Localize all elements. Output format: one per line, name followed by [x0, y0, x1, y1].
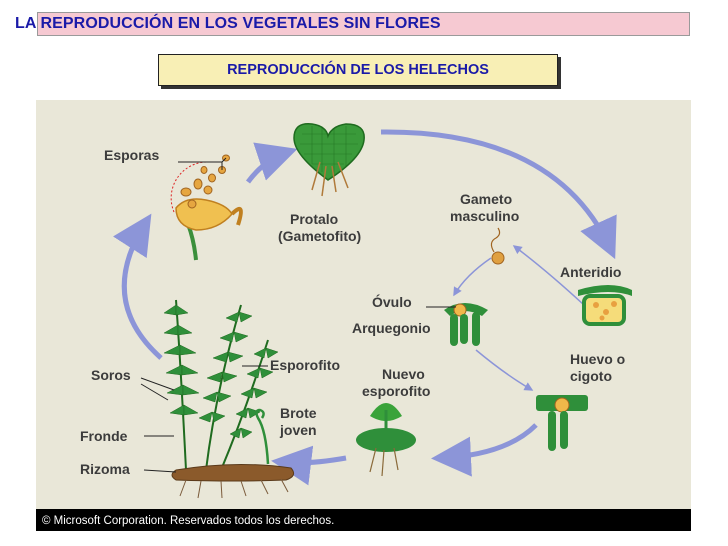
fern-lifecycle-diagram: Esporas Protalo (Gametofito) Gameto masc… — [36, 100, 691, 531]
subtitle-box: REPRODUCCIÓN DE LOS HELECHOS — [158, 54, 558, 86]
label-soros: Soros — [91, 367, 131, 383]
label-arquegonio: Arquegonio — [352, 320, 431, 336]
label-fronde: Fronde — [80, 428, 128, 444]
arrow-anteridio-to-gameto — [512, 245, 585, 306]
arrow-esporofito-to-spores — [112, 213, 163, 360]
arquegonio-illustration — [444, 303, 488, 346]
label-anteridio: Anteridio — [560, 264, 621, 280]
nuevo-esporofito-illustration — [356, 403, 416, 477]
label-esporas: Esporas — [104, 147, 159, 163]
cigoto-illustration — [536, 395, 588, 451]
copyright-text: © Microsoft Corporation. Reservados todo… — [42, 515, 334, 527]
arrow-cigoto-to-nuevo — [431, 423, 538, 477]
page-title: LA REPRODUCCIÓN EN LOS VEGETALES SIN FLO… — [15, 15, 441, 32]
protalo-illustration — [293, 123, 365, 197]
anteridio-illustration — [578, 285, 632, 326]
label-cigoto: cigoto — [570, 368, 612, 384]
label-brote: Brote — [280, 405, 317, 421]
spores-illustration — [170, 154, 243, 261]
label-gametofito: (Gametofito) — [278, 228, 361, 244]
gameto-illustration — [490, 227, 505, 265]
arrow-ovulo-to-cigoto — [475, 349, 534, 391]
copyright-strip — [36, 509, 691, 531]
arrow-protalo-to-anteridio — [380, 129, 617, 260]
label-esporofito: Esporofito — [270, 357, 340, 373]
arrow-spores-to-protalo — [245, 142, 298, 184]
cycle-arrows — [112, 129, 617, 486]
diagram-background — [36, 100, 691, 531]
title-bar: LA REPRODUCCIÓN EN LOS VEGETALES SIN FLO… — [15, 12, 690, 36]
rizoma-shape — [171, 463, 295, 482]
label-joven: joven — [279, 422, 317, 438]
label-protalo: Protalo — [290, 211, 338, 227]
pointer-lines — [140, 306, 456, 473]
arrow-gameto-to-ovulo — [453, 257, 492, 297]
gamete-arrows — [453, 245, 585, 391]
label-ovulo: Óvulo — [372, 293, 412, 310]
label-huevo: Huevo o — [570, 351, 625, 367]
esporofito-illustration — [163, 299, 295, 499]
label-rizoma: Rizoma — [80, 461, 130, 477]
label-esporofito-nuevo: esporofito — [362, 383, 430, 399]
arrow-nuevo-to-esporofito — [271, 445, 347, 486]
label-masculino: masculino — [450, 208, 519, 224]
label-gameto: Gameto — [460, 191, 512, 207]
label-nuevo: Nuevo — [382, 366, 425, 382]
page-subtitle: REPRODUCCIÓN DE LOS HELECHOS — [227, 62, 489, 78]
